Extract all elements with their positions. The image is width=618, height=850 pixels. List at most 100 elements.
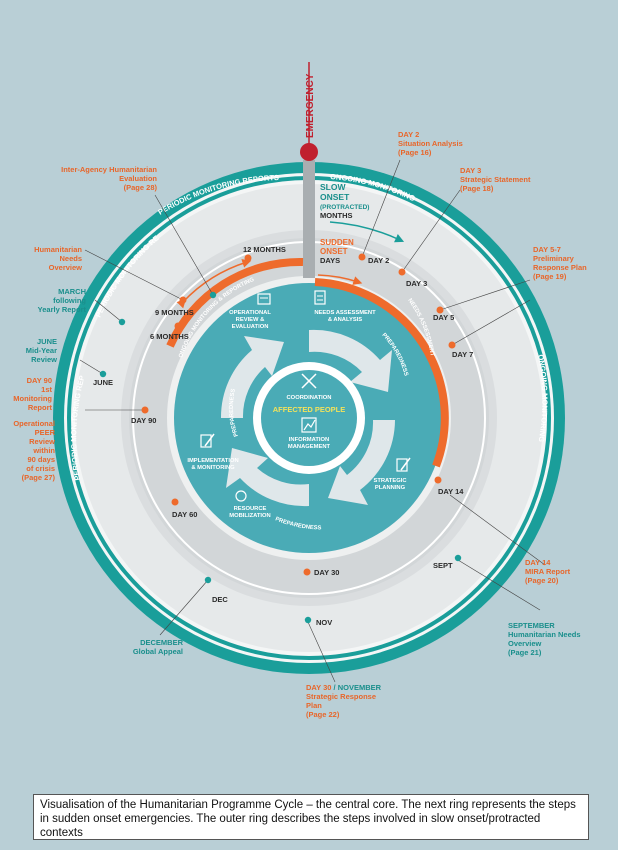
step-resource-1: RESOURCE	[234, 506, 267, 512]
callout-inter-1: Inter-Agency Humanitarian	[61, 165, 157, 174]
callout-peer-1: Operational	[13, 419, 55, 428]
step-needs-1: NEEDS ASSESSMENT	[314, 310, 376, 316]
callout-peer-4: within	[32, 446, 55, 455]
clipboard-icon	[257, 293, 271, 305]
callout-day30-nov: DAY 30 / NOVEMBER	[306, 683, 382, 692]
figure-caption: Visualisation of the Humanitarian Progra…	[33, 794, 589, 840]
marker-6months: 6 MONTHS	[150, 332, 189, 341]
step-strategic-2: PLANNING	[375, 485, 406, 491]
step-strategic-1: STRATEGIC	[373, 478, 407, 484]
chart-icon	[301, 417, 317, 433]
sudden-onset-arc	[314, 278, 449, 468]
callout-peer-6: of crisis	[26, 464, 55, 473]
marker-9months: 9 MONTHS	[155, 308, 194, 317]
callout-lines	[79, 159, 546, 683]
callout-day2-2: Situation Analysis	[398, 139, 463, 148]
callout-hno-1: Humanitarian	[34, 245, 82, 254]
teal-markers	[99, 291, 462, 624]
callout-peer-3: Review	[29, 437, 55, 446]
callout-june-3: Review	[31, 355, 57, 364]
pencil-doc-icon	[200, 433, 215, 448]
callout-peer-2: PEER	[35, 428, 56, 437]
core-management: MANAGEMENT	[288, 444, 331, 450]
callout-june-2: Mid-Year	[26, 346, 57, 355]
callout-hno-2: Needs	[59, 254, 82, 263]
marker-nov: NOV	[316, 618, 332, 627]
marker-day14: DAY 14	[438, 487, 464, 496]
callout-december-1: DECEMBER	[140, 638, 184, 647]
marker-12months: 12 MONTHS	[243, 245, 286, 254]
callout-day3-3: (Page 18)	[460, 184, 494, 193]
marker-day60: DAY 60	[172, 510, 197, 519]
marker-day90: DAY 90	[131, 416, 156, 425]
callout-peer-5: 90 days	[27, 455, 55, 464]
slow-onset-4: MONTHS	[320, 211, 353, 220]
cycle-arrows-icon	[220, 329, 395, 507]
callout-day14-1: DAY 14	[525, 558, 551, 567]
callout-day57-1: DAY 5-7	[533, 245, 561, 254]
callout-day90-3: Monitoring	[13, 394, 52, 403]
step-operational-3: EVALUATION	[232, 324, 269, 330]
callout-hno-3: Overview	[49, 263, 83, 272]
step-resource-2: MOBILIZATION	[229, 513, 270, 519]
callout-day3-1: DAY 3	[460, 166, 481, 175]
callout-day14-3: (Page 20)	[525, 576, 559, 585]
callout-day90-1: DAY 90	[27, 376, 52, 385]
step-operational-2: REVIEW &	[236, 317, 265, 323]
callout-day2-3: (Page 16)	[398, 148, 432, 157]
marker-day7: DAY 7	[452, 350, 473, 359]
callout-day30-4: (Page 22)	[306, 710, 340, 719]
callout-sept-1: SEPTEMBER	[508, 621, 555, 630]
callout-day57-4: (Page 19)	[533, 272, 567, 281]
slow-onset-3: (PROTRACTED)	[320, 204, 369, 211]
callout-march-2: following	[53, 296, 86, 305]
slow-onset-2: ONSET	[320, 192, 350, 202]
emergency-label: EMERGENCY	[305, 73, 316, 138]
callout-inter-3: (Page 28)	[124, 183, 158, 192]
marker-dec: DEC	[212, 595, 228, 604]
marker-june: JUNE	[93, 378, 113, 387]
programme-cycle-diagram: EMERGENCY COORDINATION AFFECTED PEOPLE I…	[0, 0, 587, 719]
marker-day2: DAY 2	[368, 256, 389, 265]
step-implementation-1: IMPLEMENTATION	[187, 458, 238, 464]
callout-sept-4: (Page 21)	[508, 648, 542, 657]
emergency-dot-icon	[300, 143, 318, 161]
step-operational-1: OPERATIONAL	[229, 310, 271, 316]
sudden-onset-1: SUDDEN	[320, 238, 354, 247]
callout-inter-2: Evaluation	[119, 174, 157, 183]
step-needs-2: & ANALYSIS	[328, 317, 362, 323]
callout-day57-3: Response Plan	[533, 263, 587, 272]
step-implementation-2: & MONITORING	[191, 465, 235, 471]
callout-peer-7: (Page 27)	[22, 473, 56, 482]
callout-day90-2: 1st	[41, 385, 52, 394]
callout-day30-3: Plan	[306, 701, 322, 710]
pencil-doc-icon	[396, 457, 411, 472]
marker-day30: DAY 30	[314, 568, 339, 577]
callout-day30-2: Strategic Response	[306, 692, 376, 701]
callout-december-2: Global Appeal	[133, 647, 183, 656]
callout-march-1: MARCH	[58, 287, 86, 296]
callout-sept-2: Humanitarian Needs	[508, 630, 581, 639]
callout-march-3: Yearly Report	[38, 305, 87, 314]
svg-text:PREPAREDNESS: PREPAREDNESS	[229, 388, 240, 437]
sudden-onset-2: ONSET	[320, 247, 348, 256]
core-affected-people: AFFECTED PEOPLE	[273, 405, 346, 414]
callout-day90-4: Report	[28, 403, 53, 412]
callout-day3-2: Strategic Statement	[460, 175, 531, 184]
callout-sept-3: Overview	[508, 639, 542, 648]
slow-onset-1: SLOW	[320, 182, 346, 192]
marker-sept: SEPT	[433, 561, 453, 570]
core-coordination: COORDINATION	[287, 395, 332, 401]
marker-day3: DAY 3	[406, 279, 427, 288]
callout-day2-1: DAY 2	[398, 130, 419, 139]
preparedness-left: PREPAREDNESS	[229, 388, 240, 437]
checklist-icon	[314, 290, 326, 305]
marker-day5: DAY 5	[433, 313, 454, 322]
sudden-onset-3: DAYS	[320, 256, 340, 265]
arrows-icon	[301, 373, 317, 389]
callout-day57-2: Preliminary	[533, 254, 575, 263]
orange-markers	[141, 253, 456, 576]
callout-day14-2: MIRA Report	[525, 567, 571, 576]
callout-june-1: JUNE	[37, 337, 57, 346]
money-bag-icon	[235, 490, 247, 502]
